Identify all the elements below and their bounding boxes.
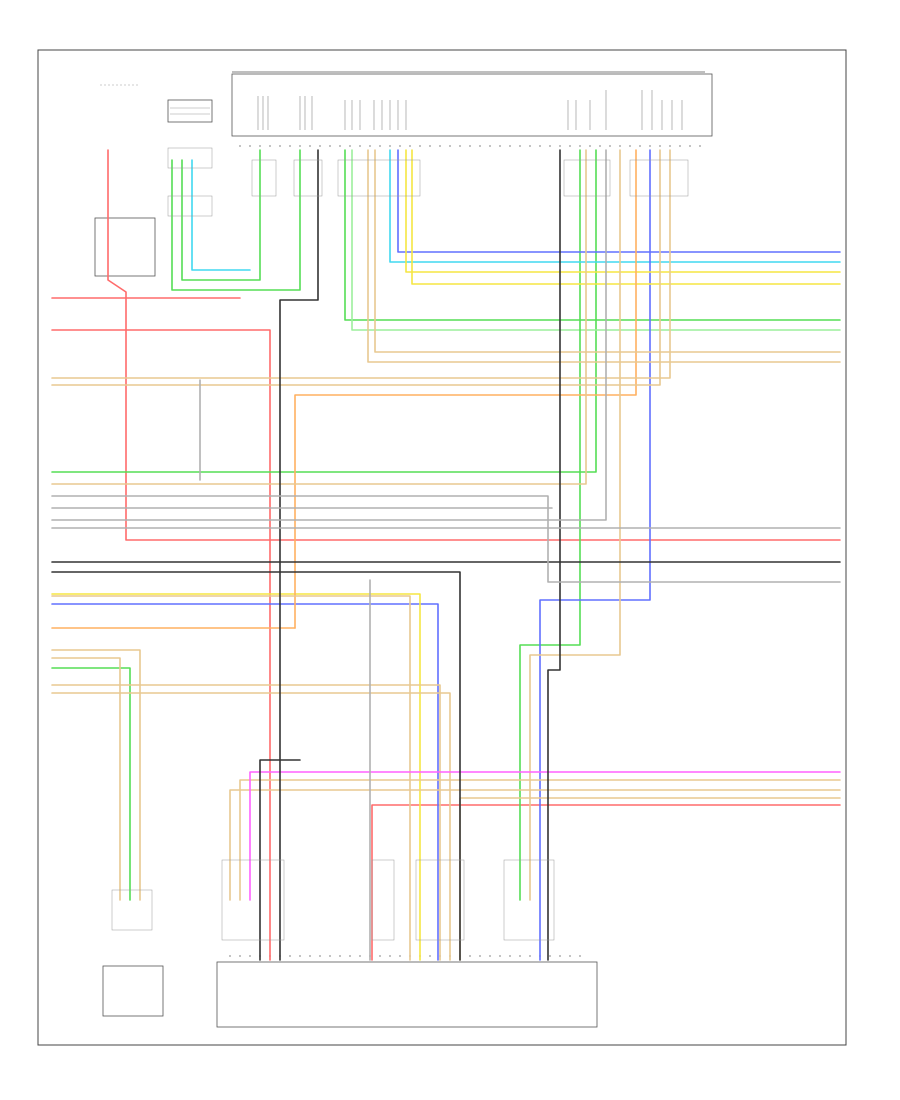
wire-green-6 <box>51 667 131 901</box>
wire-red-1 <box>107 149 841 541</box>
wire-orange-1 <box>294 149 637 629</box>
wire-gray-3 <box>51 149 607 521</box>
wire-yellow-3 <box>51 593 421 961</box>
mid-left-module <box>94 217 156 277</box>
wire-black-2 <box>279 149 319 961</box>
wire-yellow-1 <box>405 149 841 273</box>
wire-tan-4 <box>51 149 661 386</box>
diagram-frame <box>37 49 847 1046</box>
wire-green-4 <box>344 149 841 321</box>
wire-red-3 <box>51 329 271 961</box>
wire-black-4 <box>547 149 561 961</box>
wire-black-5 <box>259 759 301 961</box>
wire-blue-1 <box>397 149 841 253</box>
wire-yellow-2 <box>411 149 841 285</box>
wire-tan-10 <box>229 789 841 901</box>
wire-tan-6 <box>51 684 441 961</box>
connector-marks <box>111 147 689 941</box>
top-module-pin-row <box>239 145 701 147</box>
wire-tan-14 <box>51 595 411 961</box>
wire-tan-9 <box>51 649 141 901</box>
wire-tan-1 <box>374 149 841 353</box>
wire-tan-12 <box>529 149 621 901</box>
wire-tan-2 <box>367 149 841 363</box>
wire-tan-13 <box>459 797 841 961</box>
wire-cyan-2 <box>389 149 841 263</box>
bottom-left-module <box>102 965 164 1017</box>
wire-tan-5 <box>51 149 587 485</box>
bottom-module <box>216 955 598 1028</box>
top-module-pins <box>257 90 683 130</box>
wire-tan-8 <box>51 657 121 901</box>
wire-tan-7 <box>51 692 451 961</box>
wire-magenta-1 <box>249 771 841 901</box>
wire-green-1 <box>171 149 301 291</box>
bottom-module-pin-row <box>229 955 581 957</box>
wire-blue-2 <box>51 603 439 961</box>
wire-green-2 <box>181 149 261 281</box>
wire-cyan-1 <box>191 159 251 271</box>
wire-red-4 <box>371 804 841 961</box>
wire-gray-1 <box>51 495 841 583</box>
top-module <box>231 71 713 147</box>
wire-tan-3 <box>51 149 671 379</box>
wire-green-5 <box>351 149 841 331</box>
wires <box>51 149 841 961</box>
top-left-switch <box>100 84 213 123</box>
wire-black-3 <box>51 571 461 961</box>
wire-green-3 <box>51 149 597 473</box>
